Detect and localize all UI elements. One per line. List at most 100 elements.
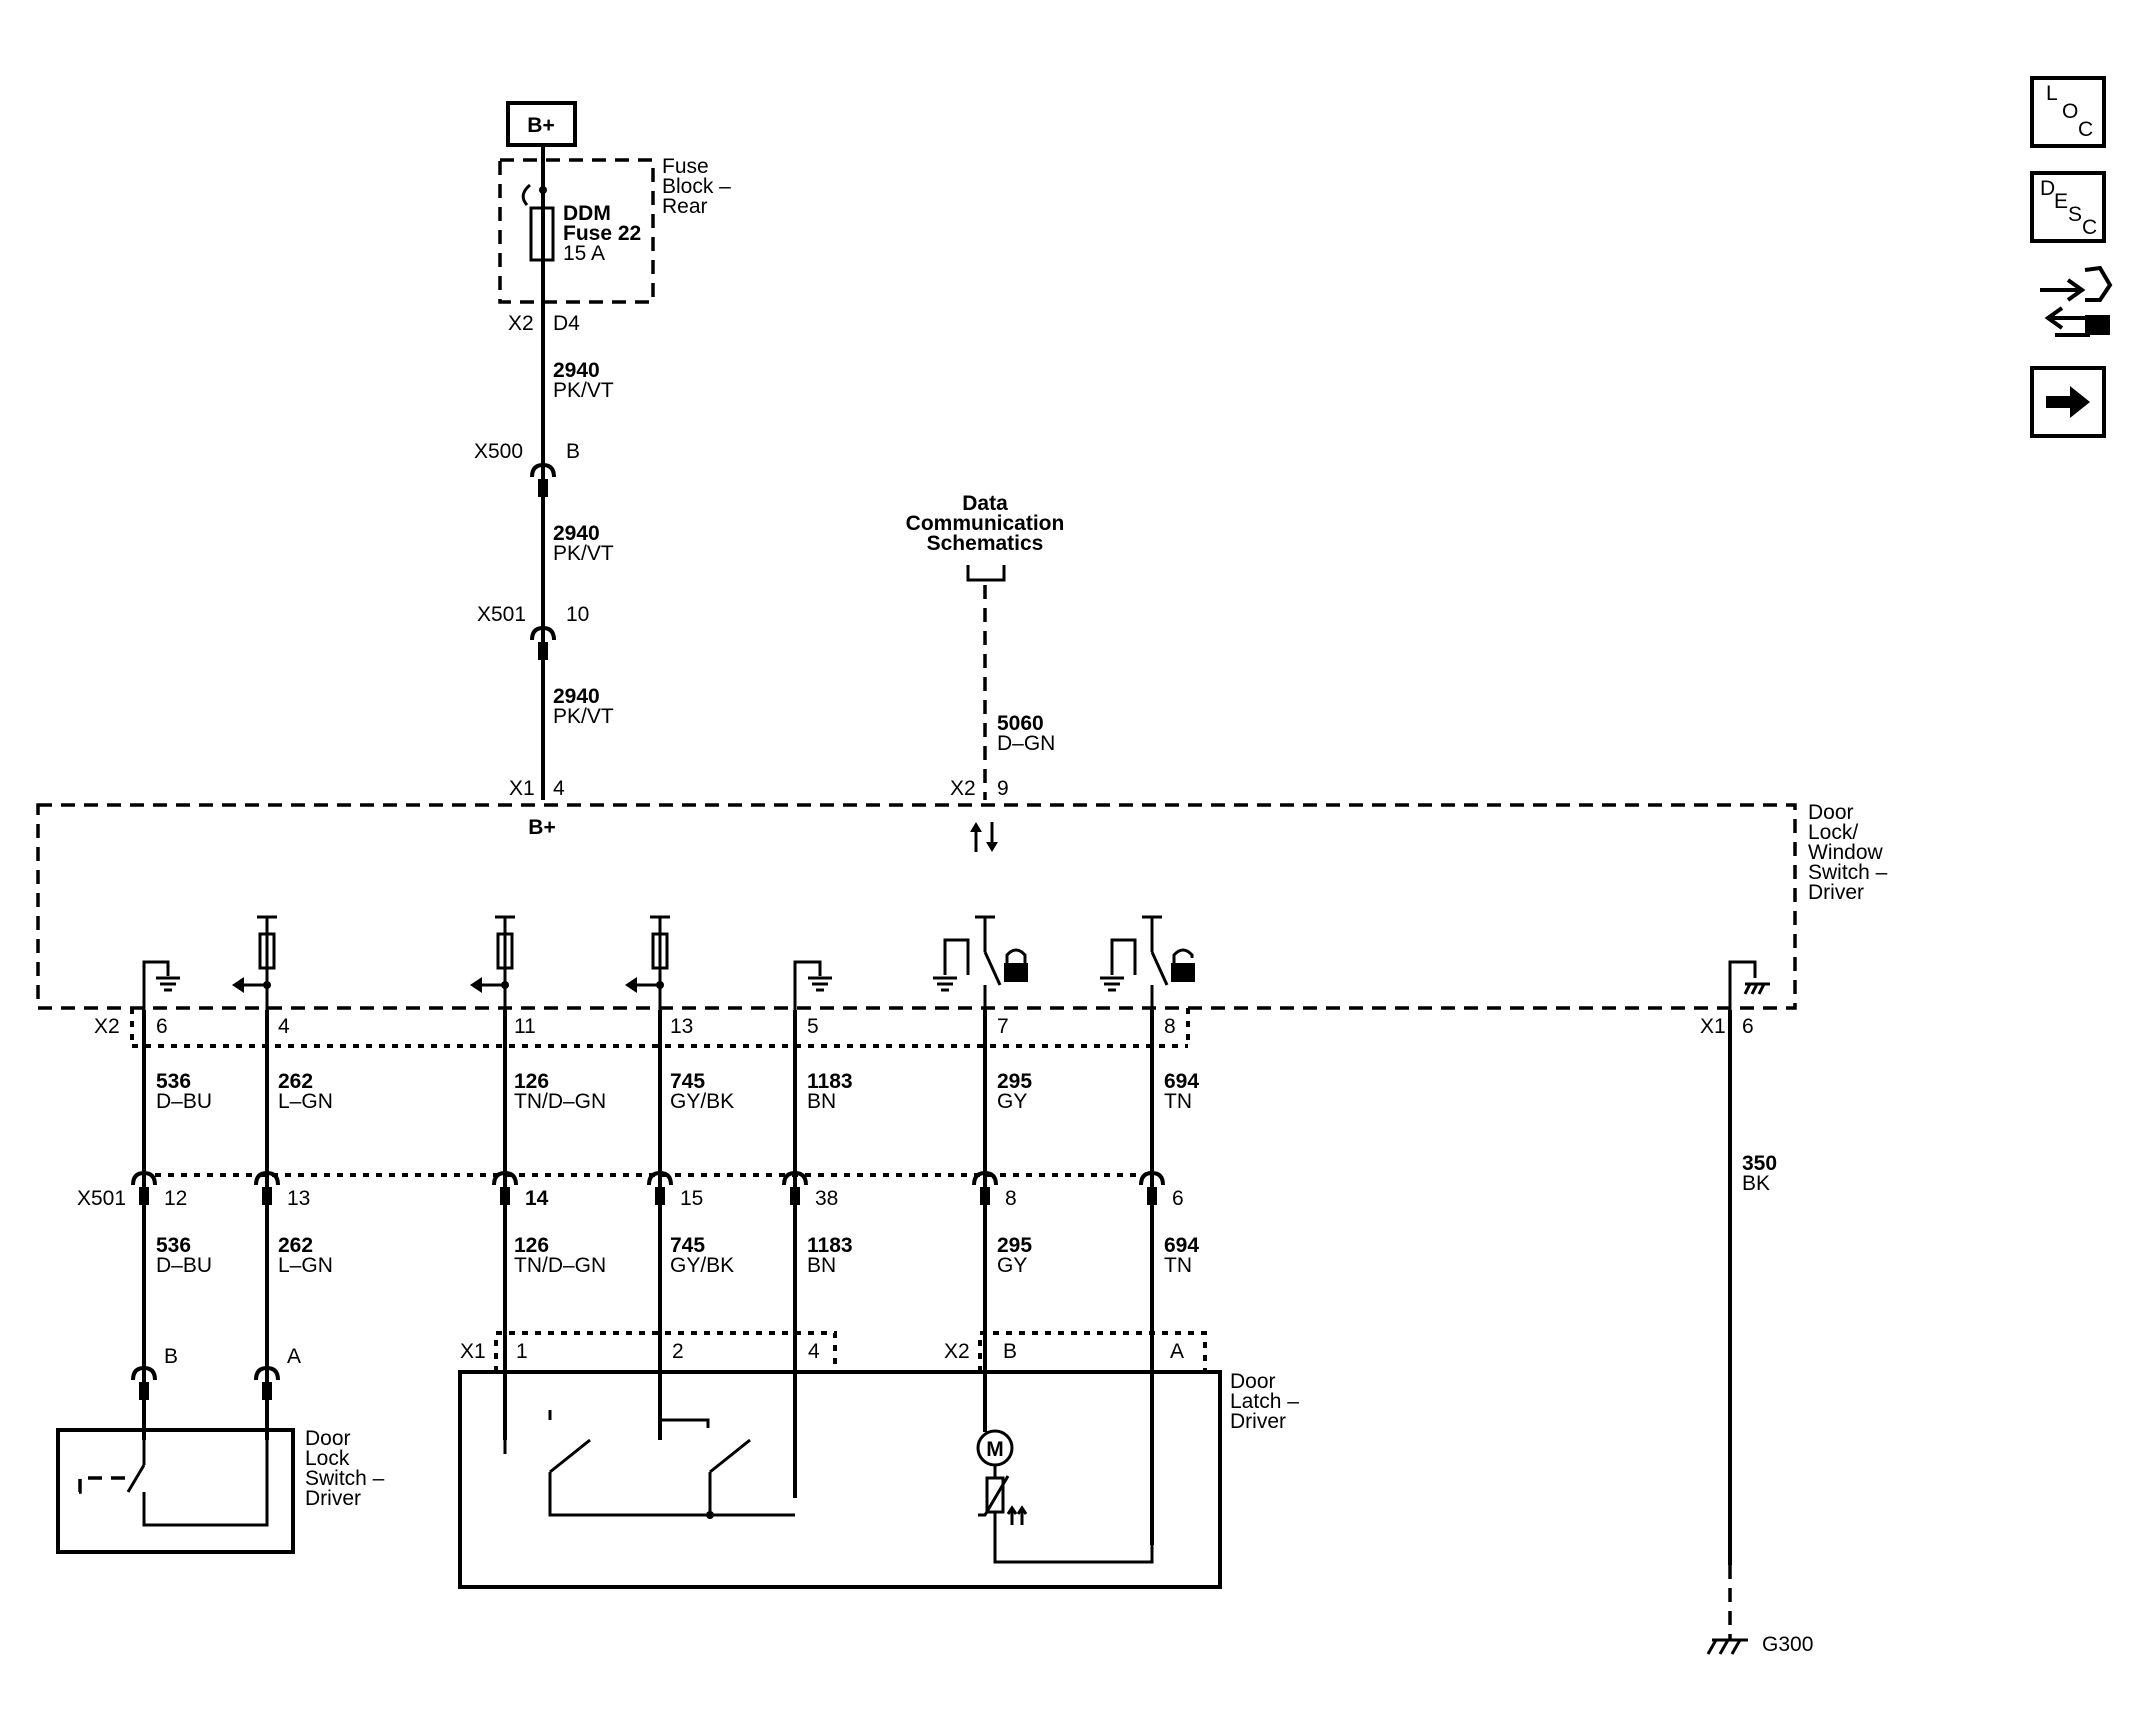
- wire-labels-upper: 536 D–BU 262 L–GN 126 TN/D–GN 745 GY/BK …: [156, 1070, 1199, 1113]
- loc-letter-o: O: [2062, 100, 2078, 123]
- data-comm-connector: X2: [950, 777, 976, 800]
- data-comm-pin: 9: [997, 777, 1009, 800]
- x501-upper-pin: 10: [566, 603, 589, 626]
- module-x1-pin-6: 6: [1742, 1015, 1754, 1038]
- module-name-1: Door: [1808, 801, 1854, 824]
- wire-536-color-lower: D–BU: [156, 1254, 212, 1277]
- module-pin-4: 4: [278, 1015, 290, 1038]
- fuse-block-connector: X2: [508, 312, 534, 335]
- module-pin-7: 7: [997, 1015, 1009, 1038]
- feed-wire-color-1: PK/VT: [553, 379, 614, 402]
- latch-x1-pin-4: 4: [808, 1340, 820, 1363]
- wire-745-color: GY/BK: [670, 1090, 734, 1113]
- lock-switch-pin-a: A: [287, 1345, 301, 1368]
- loc-letter-c: C: [2078, 118, 2093, 141]
- module-pin-8-unlock-switch: 8: [1100, 915, 1195, 1038]
- module-name-5: Driver: [1808, 881, 1864, 904]
- lock-switch-name-4: Driver: [305, 1487, 361, 1510]
- fuse-rating: 15 A: [563, 242, 605, 265]
- wire-536-color: D–BU: [156, 1090, 212, 1113]
- wire-126-num-lower: 126: [514, 1234, 549, 1257]
- wire-694-num: 694: [1164, 1070, 1199, 1093]
- latch-x1-pin-2: 2: [672, 1340, 684, 1363]
- data-comm-wire-num: 5060: [997, 712, 1044, 735]
- wire-694-color-lower: TN: [1164, 1254, 1192, 1277]
- desc-letter-c: C: [2082, 216, 2097, 239]
- lock-switch-name-1: Door: [305, 1427, 351, 1450]
- ground-wire-color: BK: [1742, 1172, 1770, 1195]
- power-label: B+: [527, 114, 554, 137]
- feed-wire-num-2: 2940: [553, 522, 600, 545]
- locked-padlock-icon: [1004, 948, 1028, 982]
- data-comm-title-2: Communication: [906, 512, 1065, 535]
- lock-switch-pin-b: B: [164, 1345, 178, 1368]
- door-lock-switch-driver: B A Door Lock Switch – Driver: [56, 1345, 385, 1554]
- wire-262-num: 262: [278, 1070, 313, 1093]
- x500-connector: X500 B: [474, 440, 580, 497]
- fuse-number: Fuse 22: [563, 222, 641, 245]
- module-b-plus-label: B+: [528, 816, 555, 839]
- desc-letter-e: E: [2054, 190, 2068, 213]
- module-name-3: Window: [1808, 841, 1884, 864]
- wire-126-color-lower: TN/D–GN: [514, 1254, 606, 1277]
- ptc-thermistor-icon: [978, 1475, 1028, 1525]
- latch-x2-label: X2: [944, 1340, 970, 1363]
- module-x1-label: X1: [1700, 1015, 1726, 1038]
- module-pin-5: 5: [807, 1015, 819, 1038]
- connector-info-icon[interactable]: [2040, 265, 2113, 337]
- loc-icon[interactable]: L O C: [2030, 76, 2106, 148]
- unlocked-padlock-icon: [1171, 948, 1195, 982]
- x501-pin-12: 12: [164, 1187, 187, 1210]
- fuse-block-name-3: Rear: [662, 195, 708, 218]
- bidirectional-arrows-icon: [970, 822, 998, 852]
- next-arrow-icon[interactable]: [2030, 366, 2106, 438]
- loc-letter-l: L: [2046, 82, 2058, 105]
- motor-label: M: [986, 1438, 1004, 1461]
- desc-letter-d: D: [2040, 177, 2055, 200]
- module-pin-4-output: 4: [232, 915, 290, 1038]
- wire-1183-color-lower: BN: [807, 1254, 836, 1277]
- wire-262-color: L–GN: [278, 1090, 333, 1113]
- wire-745-color-lower: GY/BK: [670, 1254, 734, 1277]
- desc-icon[interactable]: D E S C: [2030, 171, 2106, 243]
- wire-295-color: GY: [997, 1090, 1027, 1113]
- latch-name-2: Latch –: [1230, 1390, 1299, 1413]
- x501-pin-14: 14: [525, 1187, 549, 1210]
- x501-lower-connector: X501 12 13 14 15 38 8 6: [77, 1170, 1184, 1210]
- wire-295-color-lower: GY: [997, 1254, 1027, 1277]
- module-x2-label: X2: [94, 1015, 120, 1038]
- wire-694-color: TN: [1164, 1090, 1192, 1113]
- data-comm-title-3: Schematics: [927, 532, 1044, 555]
- x501-upper-label: X501: [477, 603, 526, 626]
- lock-switch-name-3: Switch –: [305, 1467, 385, 1490]
- fuse-block-name-1: Fuse: [662, 155, 709, 178]
- wire-126-color: TN/D–GN: [514, 1090, 606, 1113]
- wire-536-num: 536: [156, 1070, 191, 1093]
- feed-wire-color-3: PK/VT: [553, 705, 614, 728]
- x501-pin-13: 13: [287, 1187, 310, 1210]
- module-x1-pin-6-ground: 6: [1728, 960, 1770, 1038]
- module-pin-6-ground: 6: [142, 960, 180, 1038]
- latch-name-3: Driver: [1230, 1410, 1286, 1433]
- module-pin-11-output: 11: [470, 915, 536, 1038]
- x501-lower-label: X501: [77, 1187, 126, 1210]
- module-pin-6: 6: [156, 1015, 168, 1038]
- wire-745-num-lower: 745: [670, 1234, 705, 1257]
- x501-pin-15: 15: [680, 1187, 703, 1210]
- motor-icon: M: [976, 1429, 1014, 1467]
- fuse-block-name-2: Block –: [662, 175, 731, 198]
- door-lock-window-switch-module: Door Lock/ Window Switch – Driver X1 4 B…: [36, 777, 1888, 1048]
- latch-x1-pin-1: 1: [516, 1340, 528, 1363]
- ground-wire-num: 350: [1742, 1152, 1777, 1175]
- feed-wire-color-2: PK/VT: [553, 542, 614, 565]
- latch-name-1: Door: [1230, 1370, 1276, 1393]
- x501-pin-38: 38: [815, 1187, 838, 1210]
- ground-wire: 350 BK G300: [1706, 1010, 1813, 1656]
- feed-wire-num-1: 2940: [553, 359, 600, 382]
- feed-wire-num-3: 2940: [553, 685, 600, 708]
- wire-295-num-lower: 295: [997, 1234, 1032, 1257]
- wire-1183-num-lower: 1183: [807, 1234, 853, 1257]
- fuse-name: DDM: [563, 202, 611, 225]
- battery-positive-source: B+: [506, 101, 577, 147]
